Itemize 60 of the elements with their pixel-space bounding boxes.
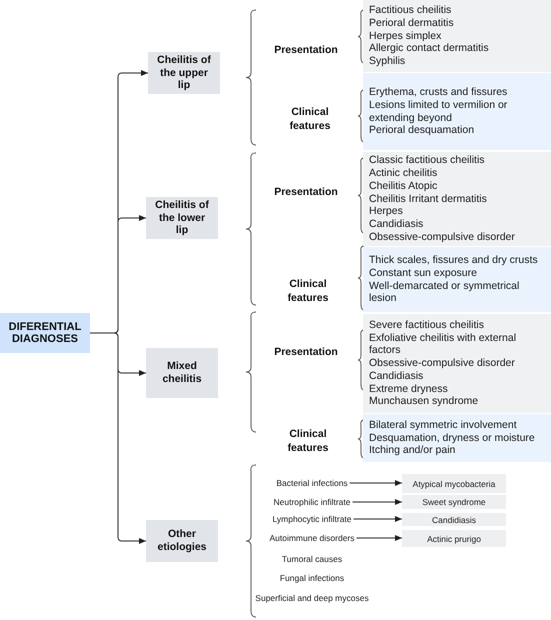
list-item: Itching and/or pain [369,444,456,458]
list-panel [363,247,551,312]
etiology-box: Actinic prurigo [402,530,506,547]
list-item: Erythema, crusts and fissures [369,86,508,99]
arrow [356,535,402,541]
etiology-box: Candidiasis [402,513,506,526]
section-heading: Clinical features [288,106,332,134]
list-item: Candidiasis [369,370,424,383]
list-panel [363,0,551,72]
list-item: Syphilis [369,55,406,68]
list-item: Candidiasis [369,218,424,231]
list-panel [363,314,551,413]
etiology-box: Sweet syndrome [402,495,506,509]
category-box: Mixed cheilitis [146,348,218,398]
arrow [349,480,402,486]
etiology-text: Bacterial infections [276,478,348,488]
list-item: Desquamation, dryness or moisture [369,432,536,444]
list-item: Allergic contact dermatitis [369,42,490,56]
list-item: Constant sun exposure [369,266,478,280]
list-item: Extreme dryness [369,382,449,396]
section-heading: Presentation [273,44,339,58]
category-box: Other etiologies [146,520,218,562]
category-box: Cheilitis of the upper lip [148,52,220,94]
list-item: Munchausen syndrome [369,395,480,408]
list-item: Perioral desquamation [369,124,476,138]
list-item: Herpes simplex [369,30,442,42]
etiology-text: Fungal infections [280,573,344,583]
arrow [353,516,402,522]
root-box: DIFERENTIAL DIAGNOSES [0,313,90,353]
list-panel [363,73,551,150]
list-item: Exfoliative cheilitis with external factors [369,332,518,358]
arrow [90,332,146,544]
list-item: Well-demarcated or symmetrical lesion [369,280,520,306]
section-heading: Clinical features [286,428,330,456]
list-item: Perioral dermatitis [369,16,455,30]
list-item: Cheilitis Irritant dermatitis [369,192,488,206]
etiology-text: Superficial and deep mycoses [255,593,369,603]
etiology-text: Lymphocytic infiltrate [272,514,352,524]
etiology-box: Atypical mycobacteria [402,474,506,493]
arrow [352,499,402,505]
list-panel [363,152,551,246]
etiology-text: Autoimmune disorders [269,533,355,543]
list-item: Classic factitious cheilitis [369,154,486,168]
list-item: Cheilitis Atopic [369,180,438,193]
list-item: Actinic cheilitis [369,167,438,180]
etiology-text: Neutrophilic infiltrate [274,497,350,507]
list-item: Lesions limited to vermilion or extending beyond [369,98,508,124]
etiology-text: Tumoral causes [282,554,342,564]
category-box: Cheilitis of the lower lip [146,197,218,239]
list-item: Thick scales, fissures and dry crusts [369,254,539,267]
list-item: Factitious cheilitis [369,4,452,17]
list-item: Severe factitious cheilitis [369,318,485,332]
list-item: Obsessive-compulsive disorder [369,357,516,370]
list-item: Obsessive-compulsive disorder [369,231,516,244]
section-heading: Presentation [273,346,339,360]
list-panel [363,414,551,462]
section-heading: Clinical features [286,278,330,306]
list-item: Bilateral symmetric involvement [369,418,518,432]
section-heading: Presentation [273,186,339,200]
list-item: Herpes [369,205,404,218]
